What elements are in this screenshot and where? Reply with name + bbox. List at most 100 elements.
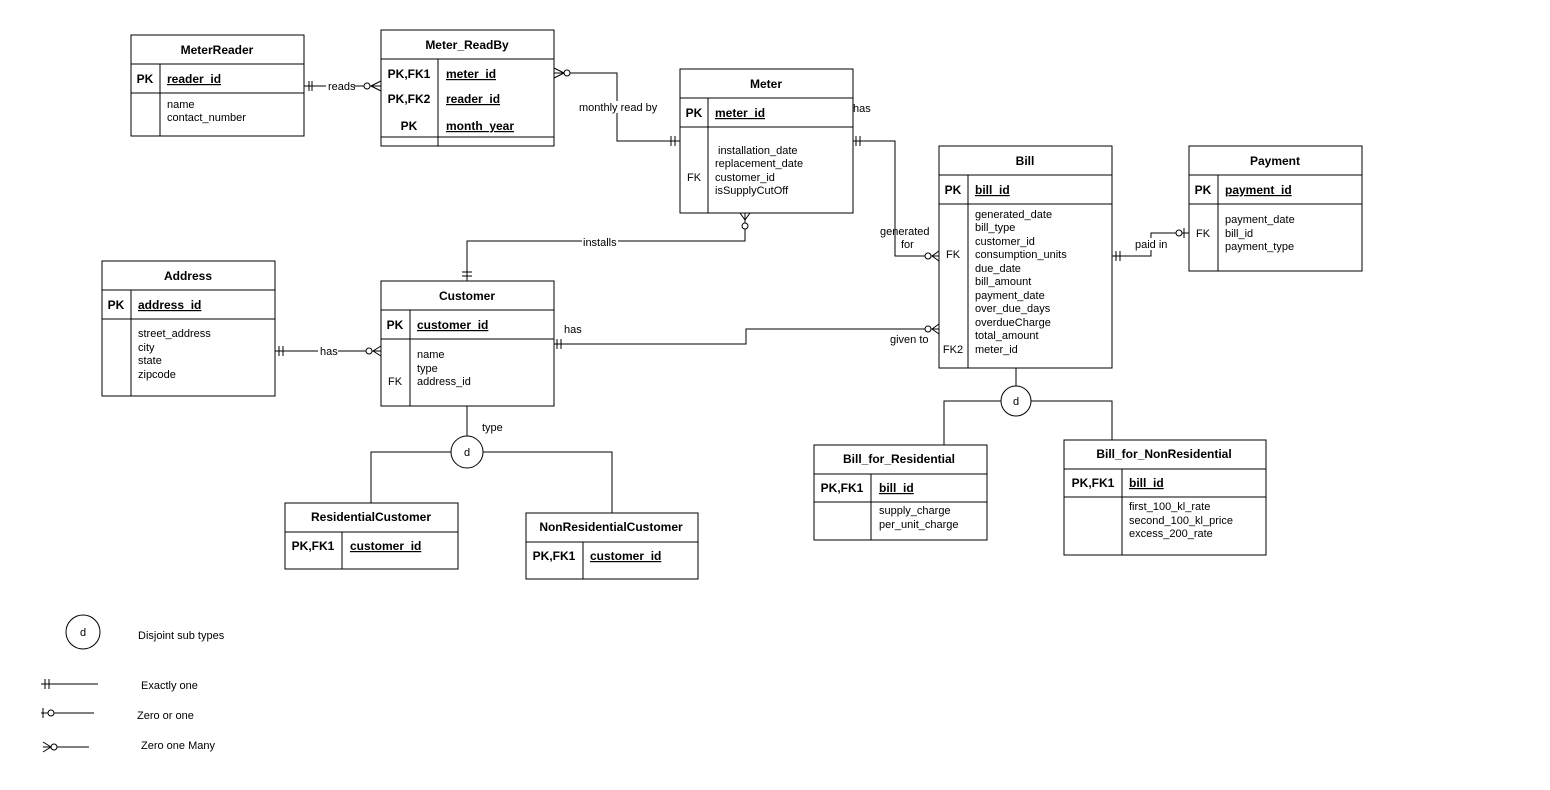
fk2-label: FK2 [943,344,963,356]
generated-label: generated [880,226,930,238]
disjoint-customer: d [450,435,484,469]
pk-label: PK [108,298,125,312]
key-label: PK,FK1 [388,67,431,81]
attribute: payment_date [1225,214,1295,226]
legend-exactly-one-label: Exactly one [141,680,198,692]
disjoint-symbol: d [1013,396,1019,408]
attribute: due_date [975,263,1021,275]
entity-nonresidentialcustomer: NonResidentialCustomer PK,FK1 customer_i… [525,512,699,580]
attribute: second_100_kl_price [1129,515,1233,527]
fk-label: FK [388,376,403,388]
entity-meter: Meter PK meter_id installation_date repl… [679,68,854,214]
given-to-connector [554,328,939,345]
attribute: state [138,355,162,367]
pk-attribute: bill_id [975,183,1010,197]
pk-attribute: bill_id [879,481,914,495]
pk-attribute: bill_id [1129,476,1164,490]
pk-label: PK [1195,183,1212,197]
legend-disjoint-label: Disjoint sub types [138,630,225,642]
attribute: type [417,363,438,375]
pk-label: PK [387,318,404,332]
fk-label: FK [1196,228,1211,240]
attribute: generated_date [975,209,1052,221]
pk-attribute: address_id [138,298,201,312]
attribute: overdueCharge [975,317,1051,329]
entity-title: Meter_ReadBy [425,38,509,52]
attribute: name [417,349,445,361]
entity-residentialcustomer: ResidentialCustomer PK,FK1 customer_id [284,502,459,570]
attribute: bill_amount [975,276,1031,288]
entity-bill-for-nonresidential: Bill_for_NonResidential PK,FK1 bill_id f… [1063,439,1267,556]
legend: d Disjoint sub types Exactly one Zero or… [41,614,225,753]
attribute: city [138,342,155,354]
key-label: PK [401,119,418,133]
legend-disjoint-symbol: d [80,627,86,639]
pk-attribute: meter_id [715,106,765,120]
pk-attribute: customer_id [350,539,421,553]
disjoint-symbol: d [464,447,470,459]
attribute: first_100_kl_rate [1129,501,1210,513]
pk-label: PK [945,183,962,197]
entity-title: Meter [750,77,782,91]
attribute: address_id [417,376,471,388]
pk-attribute: reader_id [446,92,500,106]
paid-in-label: paid in [1135,239,1167,251]
entity-title: MeterReader [181,43,254,57]
address-has-label: has [320,346,338,358]
monthly-read-by-label: monthly read by [579,102,658,114]
legend-zero-or-one-icon [41,708,94,718]
entity-title: Customer [439,289,495,303]
given-to-label: given to [890,334,929,346]
attribute: total_amount [975,330,1039,342]
entity-address: Address PK address_id street_address cit… [101,260,276,397]
attribute: installation_date [718,145,798,157]
legend-zero-or-one-label: Zero or one [137,710,194,722]
fk-label: FK [687,172,702,184]
attribute: meter_id [975,344,1018,356]
attribute: customer_id [715,172,775,184]
entity-title: NonResidentialCustomer [539,520,683,534]
entity-customer: Customer PK customer_id name type FK add… [380,280,555,407]
generated-for-connector [853,140,939,257]
entity-payment: Payment PK payment_id payment_date FK bi… [1188,145,1363,272]
attribute: per_unit_charge [879,519,959,531]
attribute: zipcode [138,369,176,381]
pk-attribute: month_year [446,119,514,133]
pk-attribute: meter_id [446,67,496,81]
entity-title: Bill [1016,154,1035,168]
pk-attribute: customer_id [417,318,488,332]
attribute: bill_type [975,222,1015,234]
fk-label: FK [946,249,961,261]
attribute: contact_number [167,112,246,124]
for-label: for [901,239,914,251]
disjoint-bill: d [1000,385,1032,417]
attribute: replacement_date [715,158,803,170]
customer-has-label: has [564,324,582,336]
entity-title: Bill_for_NonResidential [1096,447,1231,461]
attribute: payment_type [1225,241,1294,253]
pk-label: PK,FK1 [533,549,576,563]
relationship-labels: reads monthly read by has installs gener… [318,80,1168,434]
pk-label: PK [686,106,703,120]
pk-label: PK,FK1 [1072,476,1115,490]
attribute: name [167,99,195,111]
legend-exactly-one-icon [41,679,98,689]
pk-label: PK,FK1 [292,539,335,553]
entity-meter-readby: Meter_ReadBy PK,FK1 meter_id PK,FK2 read… [380,29,555,147]
reads-label: reads [328,81,356,93]
legend-zero-one-many-label: Zero one Many [141,740,215,752]
attribute: customer_id [975,236,1035,248]
entity-meterreader: MeterReader PK reader_id name contact_nu… [130,34,305,137]
attribute: bill_id [1225,228,1253,240]
legend-zero-one-many-icon [42,741,89,753]
entity-bill-for-residential: Bill_for_Residential PK,FK1 bill_id supp… [813,444,988,541]
attribute: payment_date [975,290,1045,302]
pk-attribute: reader_id [167,72,221,86]
pk-label: PK,FK1 [821,481,864,495]
attribute: consumption_units [975,249,1067,261]
entity-title: Bill_for_Residential [843,452,955,466]
entity-title: Payment [1250,154,1300,168]
pk-attribute: payment_id [1225,183,1292,197]
meter-has-label: has [853,103,871,115]
installs-label: installs [583,237,617,249]
